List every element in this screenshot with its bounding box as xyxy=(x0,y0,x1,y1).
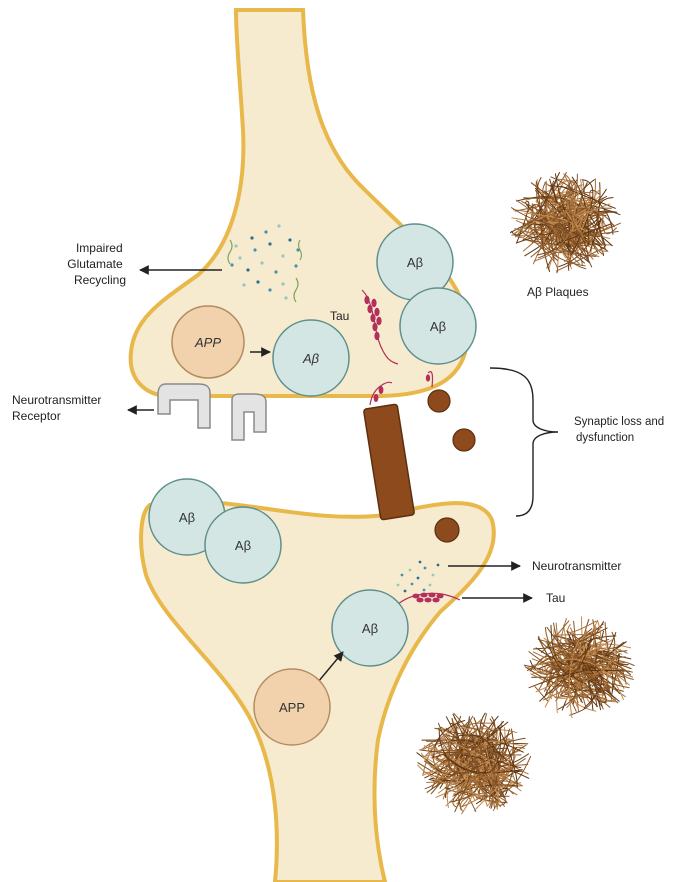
neurotransmitter-receptor-2 xyxy=(232,394,266,440)
svg-text:Aβ: Aβ xyxy=(362,621,378,636)
svg-text:Aβ: Aβ xyxy=(430,319,446,334)
app-molecule-top: APP xyxy=(172,306,244,378)
svg-text:Aβ: Aβ xyxy=(235,538,251,553)
ab-oligomer-presynaptic-center: Aβ xyxy=(273,320,349,396)
svg-text:APP: APP xyxy=(279,700,305,715)
svg-text:Aβ: Aβ xyxy=(407,255,423,270)
neurotransmitter-label: Neurotransmitter xyxy=(532,559,621,573)
svg-text:APP: APP xyxy=(194,335,221,350)
amyloid-particle-3 xyxy=(435,518,459,542)
amyloid-plaque-bottom xyxy=(417,713,531,814)
amyloid-particle-1 xyxy=(428,390,450,412)
tau-aggregate-column xyxy=(363,382,414,520)
neurotransmitter-receptor-label: Neurotransmitter Receptor xyxy=(12,393,105,423)
ab-oligomer-postsynaptic-lower: Aβ xyxy=(332,590,408,666)
synaptic-loss-label: Synaptic loss and dysfunction xyxy=(574,416,667,444)
ab-oligomer-postsynaptic-right: Aβ xyxy=(205,507,281,583)
ab-oligomer-presynaptic-lower: Aβ xyxy=(400,288,476,364)
synaptic-cleft-brace xyxy=(490,368,558,516)
amyloid-particle-2 xyxy=(453,429,475,451)
svg-text:Aβ: Aβ xyxy=(302,351,320,366)
tau-label-bottom: Tau xyxy=(546,591,565,605)
tau-label-top: Tau xyxy=(330,309,349,323)
amyloid-plaque-middle xyxy=(524,617,634,718)
amyloid-plaque-top xyxy=(511,173,621,273)
impaired-glutamate-recycling-label: Impaired Glutamate Recycling xyxy=(67,241,126,287)
app-molecule-bottom: APP xyxy=(254,669,330,745)
ab-plaques-label: Aβ Plaques xyxy=(527,285,589,299)
svg-text:Aβ: Aβ xyxy=(179,510,195,525)
neurotransmitter-receptor-1 xyxy=(158,384,210,428)
